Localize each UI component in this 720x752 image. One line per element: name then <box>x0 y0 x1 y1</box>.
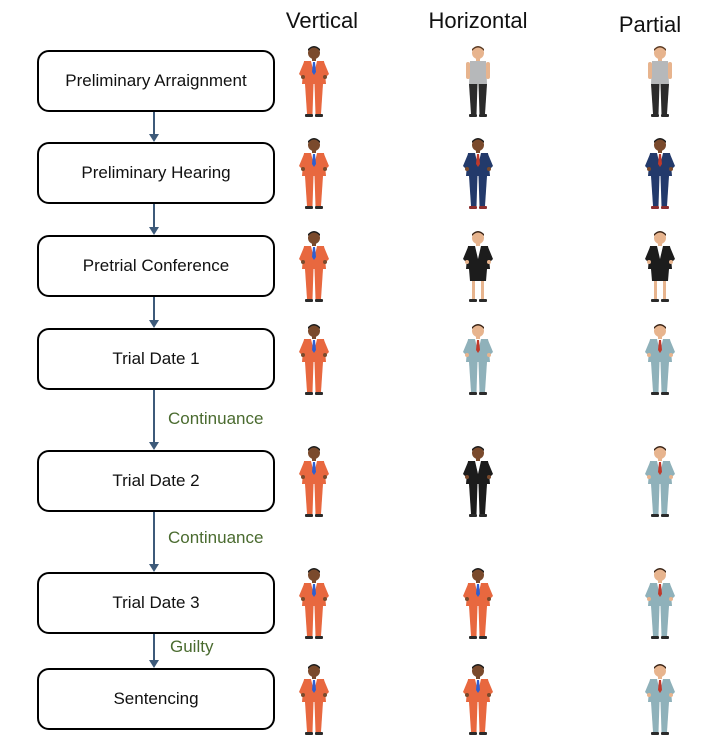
flow-arrow-5 <box>149 512 159 572</box>
flow-arrow-4 <box>149 390 159 450</box>
orange-suit-person-icon <box>289 136 339 210</box>
orange-suit-person-icon <box>289 444 339 518</box>
black-pantsuit-woman-person-icon <box>453 444 503 518</box>
flow-arrow-6 <box>149 634 159 668</box>
column-header-vertical: Vertical <box>285 8 359 33</box>
stage-box: Trial Date 2 <box>37 450 275 512</box>
orange-suit-person-icon <box>289 322 339 396</box>
stage-label: Trial Date 2 <box>112 471 200 490</box>
stage-label: Sentencing <box>113 689 199 708</box>
stage-box: Trial Date 3 <box>37 572 275 634</box>
orange-suit-person-icon <box>289 566 339 640</box>
navy-suit-person-icon <box>453 136 503 210</box>
grey-casual-person-icon <box>635 44 685 118</box>
stage-box: Preliminary Hearing <box>37 142 275 204</box>
teal-suit-person-icon <box>453 322 503 396</box>
flow-arrow-3 <box>149 297 159 328</box>
stage-box: Trial Date 1 <box>37 328 275 390</box>
black-skirt-woman-person-icon <box>635 229 685 303</box>
black-skirt-woman-person-icon <box>453 229 503 303</box>
stage-label: Preliminary Arraignment <box>65 71 247 90</box>
orange-suit-person-icon <box>289 662 339 736</box>
transition-label: Continuance <box>168 409 264 428</box>
stage-box: Preliminary Arraignment <box>37 50 275 112</box>
teal-suit-person-icon <box>635 444 685 518</box>
stage-label: Pretrial Conference <box>82 256 230 275</box>
stage-box: Sentencing <box>37 668 275 730</box>
stage-label: Trial Date 3 <box>112 593 200 612</box>
orange-suit-person-icon <box>453 662 503 736</box>
flow-arrow-2 <box>149 204 159 235</box>
column-header-partial: Partial <box>618 12 682 37</box>
column-header-horizontal: Horizontal <box>428 8 528 33</box>
stage-label: Preliminary Hearing <box>81 163 231 182</box>
flow-arrow-1 <box>149 112 159 142</box>
teal-suit-person-icon <box>635 662 685 736</box>
grey-casual-person-icon <box>453 44 503 118</box>
transition-label: Guilty <box>170 637 214 656</box>
teal-suit-person-icon <box>635 566 685 640</box>
orange-suit-person-icon <box>289 229 339 303</box>
transition-label: Continuance <box>168 528 264 547</box>
orange-suit-person-icon <box>453 566 503 640</box>
stage-box: Pretrial Conference <box>37 235 275 297</box>
stage-label: Trial Date 1 <box>112 349 200 368</box>
orange-suit-person-icon <box>289 44 339 118</box>
navy-suit-person-icon <box>635 136 685 210</box>
teal-suit-person-icon <box>635 322 685 396</box>
